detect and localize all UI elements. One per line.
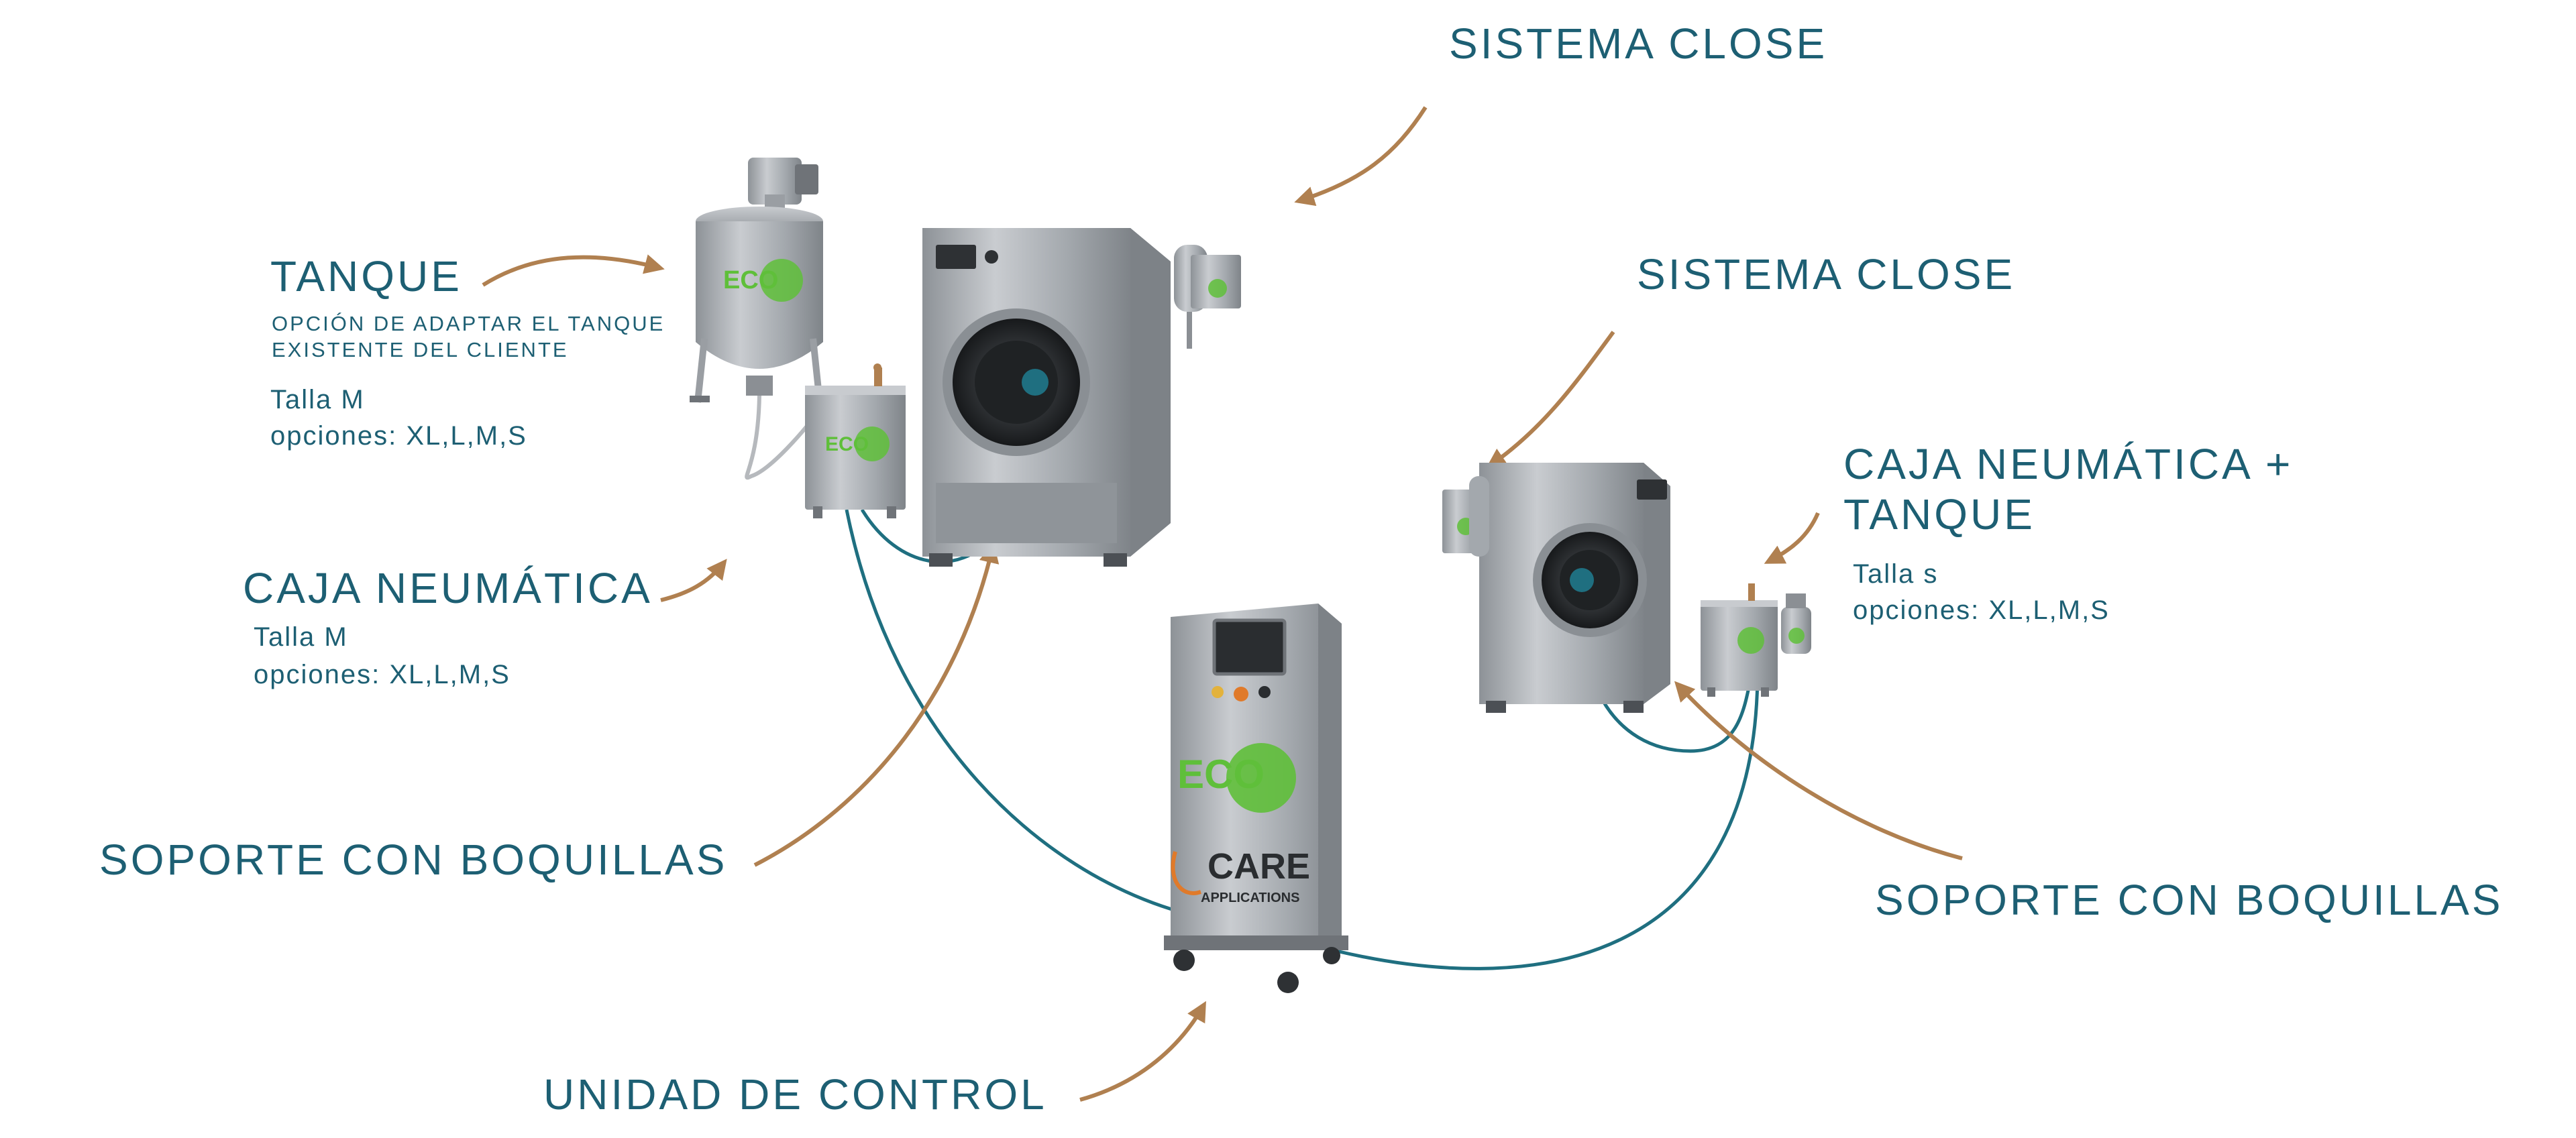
eco-text-control-unit: ECO xyxy=(1177,752,1265,797)
applications-text-control-unit: APPLICATIONS xyxy=(1201,891,1299,905)
care-text-control-unit: CARE xyxy=(1208,846,1310,887)
label-tanque: TANQUE xyxy=(270,252,462,300)
label-caja-neumatica: CAJA NEUMÁTICA xyxy=(243,564,653,612)
eco-badge-control-unit xyxy=(1226,743,1296,813)
washer-left-knob xyxy=(985,250,998,264)
label-sistema-close-top: SISTEMA CLOSE xyxy=(1449,19,1828,68)
tank-left: ECO xyxy=(690,158,828,480)
nozzle-left xyxy=(1022,369,1049,396)
arrow-tanque xyxy=(482,254,665,287)
nozzle-right xyxy=(1570,568,1594,592)
washer-left xyxy=(922,228,1241,567)
label-caja-tanque-size: Talla s xyxy=(1853,559,1939,589)
label-soporte-left: SOPORTE CON BOQUILLAS xyxy=(99,836,728,884)
arrow-sistema-close-right xyxy=(1486,331,1615,469)
arrow-caja-tanque xyxy=(1764,512,1820,564)
control-unit: ECO CARE APPLICATIONS xyxy=(1164,604,1348,993)
eco-badge-box-left xyxy=(855,426,890,461)
label-caja-tanque-1: CAJA NEUMÁTICA + xyxy=(1843,440,2294,488)
hose-control-to-right xyxy=(1314,670,1760,970)
hose-left-to-control xyxy=(845,509,1181,914)
arrow-sistema-close-top xyxy=(1294,106,1428,207)
label-caja-options: opciones: XL,L,M,S xyxy=(254,660,511,689)
eco-text-tank-left: ECO xyxy=(723,266,778,294)
washer-right xyxy=(1442,463,1670,713)
control-unit-button-black xyxy=(1258,686,1271,698)
arrow-caja-neumatica xyxy=(660,559,727,602)
label-tanque-note-1: OPCIÓN DE ADAPTAR EL TANQUE xyxy=(272,312,665,335)
label-tanque-options: opciones: XL,L,M,S xyxy=(270,421,527,451)
control-unit-button-yellow xyxy=(1212,686,1224,698)
label-caja-tanque-options: opciones: XL,L,M,S xyxy=(1853,595,2110,625)
pneumatic-box-tank-right xyxy=(1701,583,1811,697)
label-sistema-close-right: SISTEMA CLOSE xyxy=(1637,250,2016,298)
control-unit-screen xyxy=(1212,618,1287,676)
pneumatic-box-left: ECO xyxy=(805,363,906,518)
label-tanque-size: Talla M xyxy=(270,385,365,414)
arrow-soporte-left xyxy=(753,543,1000,867)
arrow-unidad-control xyxy=(1079,1001,1206,1102)
label-tanque-note-2: EXISTENTE DEL CLIENTE xyxy=(272,338,569,361)
label-unidad-control: UNIDAD DE CONTROL xyxy=(543,1070,1047,1119)
label-soporte-right: SOPORTE CON BOQUILLAS xyxy=(1875,876,2504,924)
eco-badge-tank-left xyxy=(760,259,803,302)
arrow-soporte-right xyxy=(1674,681,1963,860)
eco-text-box-left: ECO xyxy=(825,433,869,455)
control-unit-button-orange xyxy=(1234,687,1248,701)
label-caja-size: Talla M xyxy=(254,622,348,652)
label-caja-tanque-2: TANQUE xyxy=(1843,490,2035,538)
